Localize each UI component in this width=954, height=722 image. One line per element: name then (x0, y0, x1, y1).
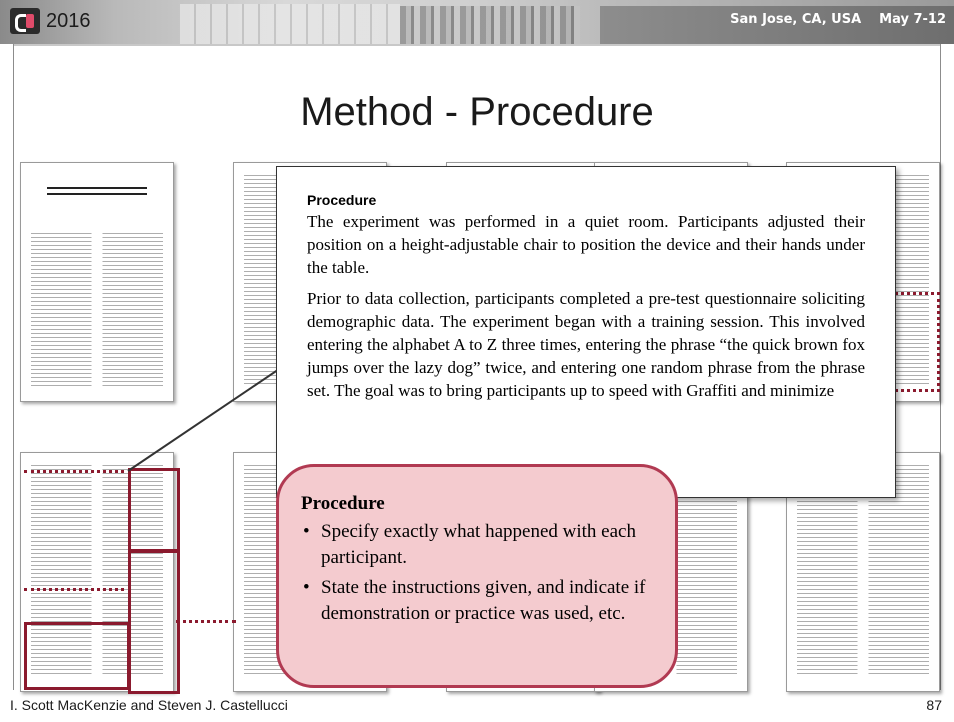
slide-title: Method - Procedure (300, 90, 654, 134)
slide-border-right (940, 44, 941, 690)
excerpt-heading: Procedure (307, 192, 377, 208)
event-info: San Jose, CA, USA May 7-12 (730, 12, 946, 27)
highlight-box (24, 622, 130, 690)
chi-logo-icon (10, 8, 40, 34)
banner-right-panel (600, 6, 954, 44)
footer-authors: I. Scott MacKenzie and Steven J. Castell… (10, 697, 288, 713)
note-heading: Procedure (301, 493, 385, 514)
event-dates: May 7-12 (879, 12, 946, 27)
banner-divider (14, 44, 940, 46)
paper-page-thumbnail (20, 162, 174, 402)
excerpt-paragraph: The experiment was performed in a quiet … (307, 212, 865, 277)
logo-year: 2016 (46, 9, 91, 32)
paper-page-thumbnail (20, 452, 174, 692)
highlight-dotted-top (24, 470, 124, 473)
highlight-dotted-bottom (176, 620, 236, 623)
note-bullet: State the instructions given, and indica… (299, 575, 659, 627)
highlight-box (128, 468, 180, 552)
slide-page-number: 87 (926, 697, 942, 713)
paper-excerpt: Procedure The experiment was performed i… (276, 166, 896, 498)
highlight-box (128, 550, 180, 694)
slide-border-left (13, 44, 14, 690)
note-bullet: Specify exactly what happened with each … (299, 519, 659, 571)
excerpt-paragraph: Prior to data collection, participants c… (307, 289, 865, 400)
banner-architecture-photo (180, 4, 400, 44)
chi-logo: 2016 (10, 6, 91, 36)
event-location: San Jose, CA, USA (730, 12, 862, 27)
procedure-note-callout: Procedure Specify exactly what happened … (276, 464, 678, 688)
note-bullet-list: Specify exactly what happened with each … (299, 519, 659, 631)
conference-banner: 2016 San Jose, CA, USA May 7-12 (0, 0, 954, 44)
banner-crowd-photo (400, 6, 580, 44)
highlight-dotted-mid (24, 588, 124, 591)
